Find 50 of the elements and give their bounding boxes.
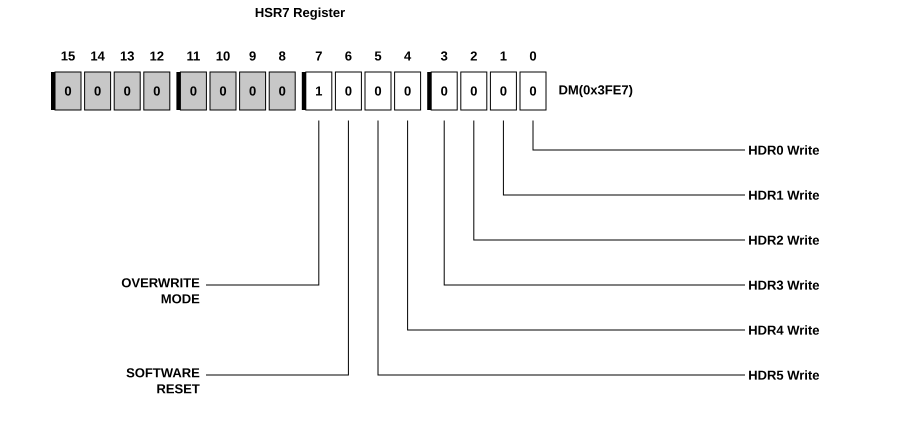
- bit-cell: 0: [54, 72, 82, 110]
- leader-line: [206, 120, 349, 376]
- leader-line: [407, 120, 746, 330]
- bit-cell: 0: [334, 72, 362, 110]
- leader-line: [473, 120, 746, 240]
- bit-number: 5: [374, 51, 382, 61]
- bit-cell: 0: [143, 72, 170, 110]
- field-label: HDR1 Write: [749, 190, 820, 200]
- title: HSR7 Register: [256, 8, 345, 20]
- bit-cell: 0: [490, 72, 517, 110]
- bit-number: 4: [404, 52, 412, 60]
- bit-number: 11: [187, 52, 200, 60]
- bit-number: 0: [530, 51, 536, 61]
- bit-cell: 0: [84, 72, 112, 110]
- bit-number: 13: [120, 51, 134, 61]
- bit-number: 7: [316, 52, 322, 60]
- bit-cell: 0: [520, 72, 546, 110]
- bit-number: 2: [470, 51, 477, 61]
- bit-number: 9: [249, 51, 256, 61]
- field-label: HDR5 Write: [749, 370, 820, 380]
- leader-line: [532, 120, 746, 150]
- bit-number: 15: [62, 51, 75, 61]
- leader-line: [502, 120, 746, 196]
- bit-cell: 0: [460, 72, 488, 110]
- field-label: HDR4 Write: [749, 325, 820, 335]
- bit-cell: 0: [364, 72, 392, 110]
- bit-cell: 0: [114, 72, 141, 110]
- bit-number: 8: [279, 51, 286, 61]
- field-label: SOFTWARE RESET: [126, 368, 200, 394]
- field-label: HDR2 Write: [749, 235, 820, 245]
- bit-number: 3: [440, 51, 448, 61]
- bit-cell: 0: [210, 72, 236, 110]
- leader-line: [206, 120, 320, 286]
- bit-cell: 0: [394, 72, 422, 110]
- field-label: HDR0 Write: [749, 145, 820, 155]
- bit-number: 12: [150, 51, 164, 61]
- bit-cell: 1: [305, 72, 332, 110]
- bit-cell: 0: [180, 72, 207, 110]
- bit-number: 6: [345, 51, 352, 61]
- bit-cell: 0: [268, 72, 296, 110]
- memory-address: DM(0x3FE7): [559, 84, 632, 98]
- bit-cell: 0: [239, 72, 266, 110]
- bit-number: 1: [500, 52, 507, 60]
- leader-line: [378, 120, 746, 376]
- bit-number: 10: [216, 51, 230, 61]
- bit-number: 14: [91, 52, 105, 60]
- leader-line: [444, 120, 746, 286]
- bit-cell: 0: [430, 72, 458, 110]
- field-label: HDR3 Write: [749, 280, 820, 290]
- field-label: OVERWRITE MODE: [122, 278, 200, 304]
